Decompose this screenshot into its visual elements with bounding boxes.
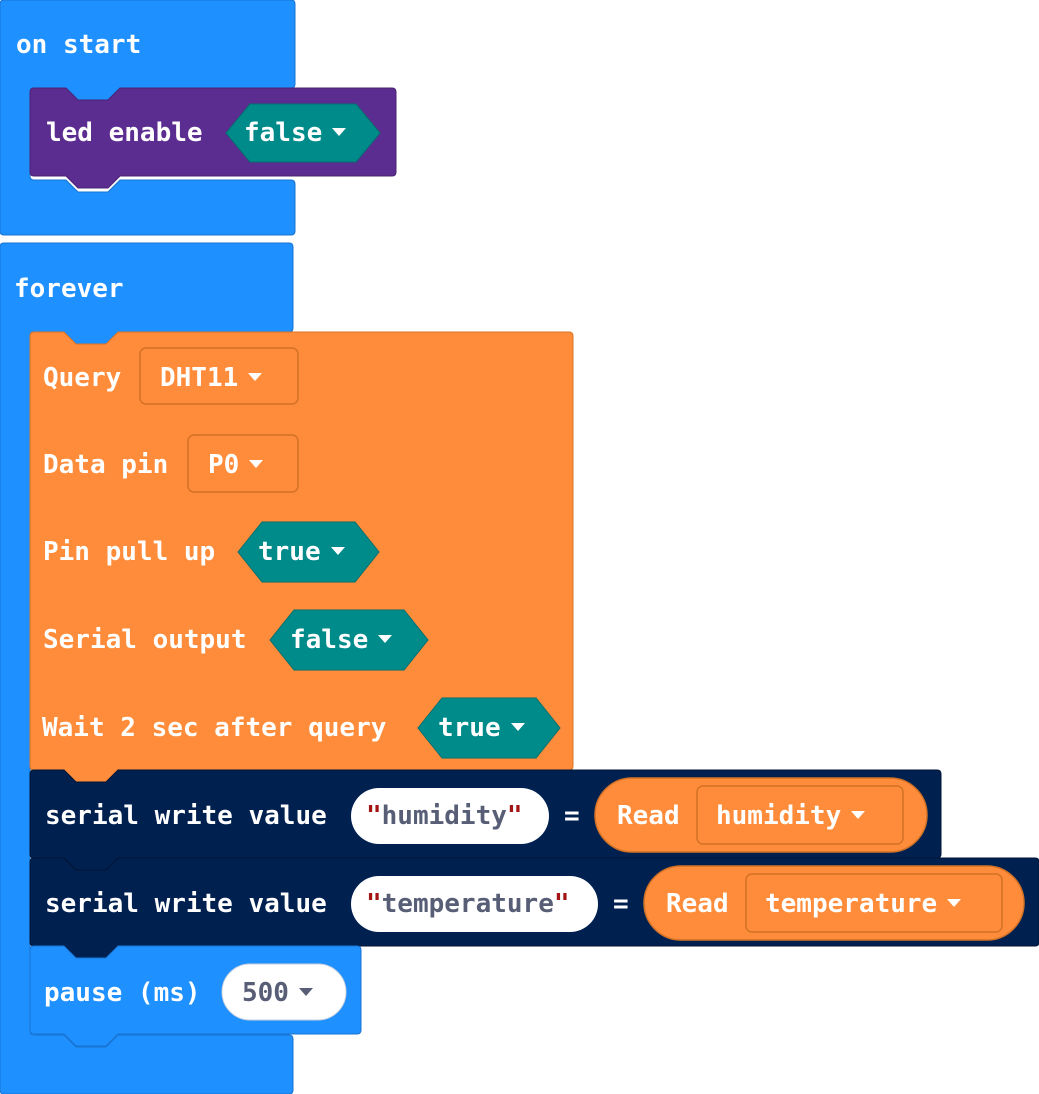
dropdown-caret-icon (330, 546, 345, 555)
serial-output-label: Serial output (43, 625, 247, 655)
humidity-string-value[interactable]: "humidity" (366, 801, 523, 831)
serial-write-humidity-label: serial write value (45, 801, 327, 831)
dropdown-caret-icon (947, 898, 962, 907)
led-enable-boolean-field[interactable] (225, 103, 381, 163)
pull-up-value[interactable]: true (258, 537, 345, 567)
pin-value[interactable]: P0 (208, 450, 264, 480)
forever-block[interactable] (0, 242, 294, 1094)
led-enable-label: led enable (46, 118, 203, 148)
temperature-read-dropdown[interactable] (745, 873, 1003, 933)
pause-value[interactable]: 500 (242, 978, 313, 1008)
pin-dropdown[interactable] (187, 434, 299, 493)
read-temperature-label: Read (666, 889, 729, 919)
dropdown-caret-icon (510, 722, 525, 731)
pull-up-label: Pin pull up (43, 537, 216, 567)
temperature-string-value[interactable]: "temperature" (366, 889, 570, 919)
led-enable-value[interactable]: false (244, 118, 347, 148)
open-quote-icon: " (366, 801, 382, 831)
pause-label: pause (ms) (44, 978, 201, 1008)
humidity-string-field[interactable] (351, 788, 549, 844)
humidity-read-value[interactable]: humidity (716, 801, 866, 831)
forever-label: forever (14, 274, 124, 304)
open-quote-icon: " (366, 889, 382, 919)
wait-label: Wait 2 sec after query (42, 713, 387, 743)
humidity-equals: = (564, 801, 580, 831)
close-quote-icon: " (553, 889, 570, 919)
on-start-label: on start (16, 30, 142, 60)
dropdown-caret-icon (249, 459, 264, 468)
humidity-read-dropdown[interactable] (696, 785, 904, 845)
dropdown-caret-icon (332, 127, 347, 136)
sensor-value[interactable]: DHT11 (160, 363, 263, 393)
dropdown-caret-icon (378, 634, 393, 643)
sensor-dropdown[interactable] (139, 347, 299, 405)
dropdown-caret-icon (851, 810, 866, 819)
temperature-read-value[interactable]: temperature (765, 889, 962, 919)
read-humidity-label: Read (617, 801, 680, 831)
serial-output-boolean-field[interactable] (269, 609, 429, 671)
data-pin-label: Data pin (43, 450, 169, 480)
on-start-block[interactable] (0, 0, 296, 236)
close-quote-icon: " (506, 801, 523, 831)
temperature-string-field[interactable] (351, 876, 598, 932)
wait-boolean-field[interactable] (417, 697, 561, 759)
temperature-equals: = (613, 889, 629, 919)
serial-write-temperature-label: serial write value (45, 889, 327, 919)
wait-value[interactable]: true (438, 713, 525, 743)
dropdown-caret-icon (298, 987, 313, 996)
dropdown-caret-icon (248, 372, 263, 381)
serial-output-value[interactable]: false (290, 625, 393, 655)
pause-value-field[interactable] (221, 963, 347, 1021)
pull-up-boolean-field[interactable] (237, 521, 380, 583)
query-label: Query (43, 363, 122, 393)
